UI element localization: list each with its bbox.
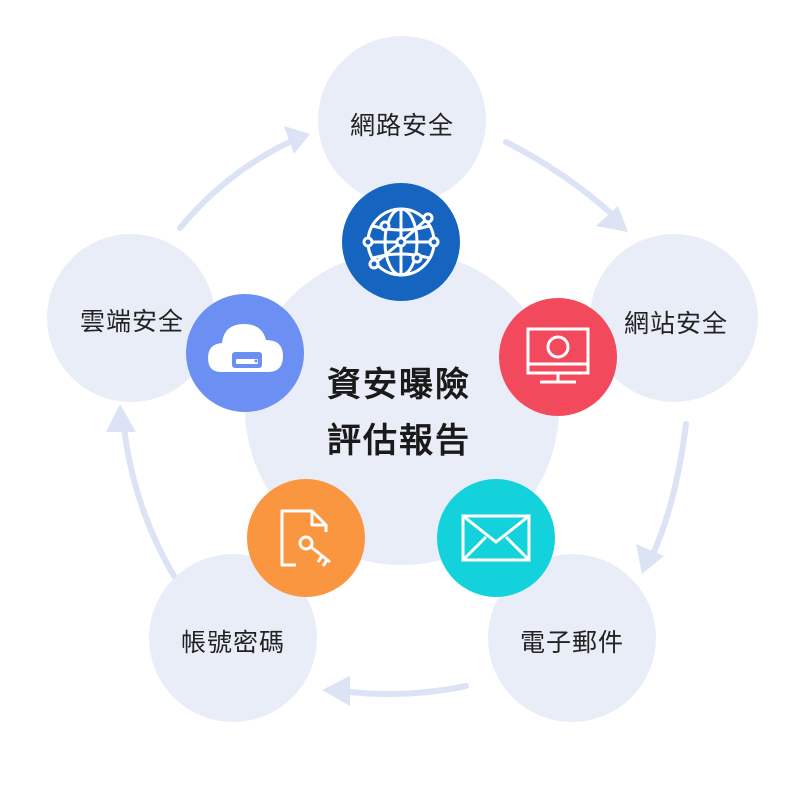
bubble-account-password <box>149 554 317 722</box>
label-email: 電子郵件 <box>519 628 625 657</box>
arrow-network-to-website <box>503 139 617 219</box>
arrow-email-to-account <box>347 683 469 697</box>
bubble-email <box>488 554 656 722</box>
cloud-storage-icon <box>208 324 283 372</box>
center-title: 資安曝險 評估報告 <box>327 357 471 469</box>
label-cloud-security: 雲端安全 <box>79 307 185 336</box>
arrowhead-network <box>284 126 310 154</box>
arrowhead-cloud <box>106 404 136 432</box>
bubble-cloud-security <box>47 234 215 402</box>
arrowhead-account <box>322 676 350 706</box>
label-account-password: 帳號密碼 <box>180 628 286 657</box>
bubble-network-security <box>318 36 486 204</box>
label-network-security: 網路安全 <box>349 111 455 140</box>
arrowhead-website <box>596 206 628 232</box>
globe-network-icon <box>362 207 440 277</box>
arrow-account-to-cloud <box>121 425 177 579</box>
document-key-icon <box>280 509 331 567</box>
bubble-website-security <box>590 234 758 402</box>
arrowhead-email <box>636 544 664 574</box>
monitor-icon <box>526 327 590 384</box>
center-title-line2: 評估報告 <box>327 421 471 461</box>
icon-circle-email <box>437 479 555 597</box>
label-website-security: 網站安全 <box>623 309 729 338</box>
center-title-line1: 資安曝險 <box>327 365 471 405</box>
envelope-icon <box>461 514 531 562</box>
arrow-cloud-to-network <box>177 137 297 231</box>
arrow-website-to-email <box>649 421 689 559</box>
